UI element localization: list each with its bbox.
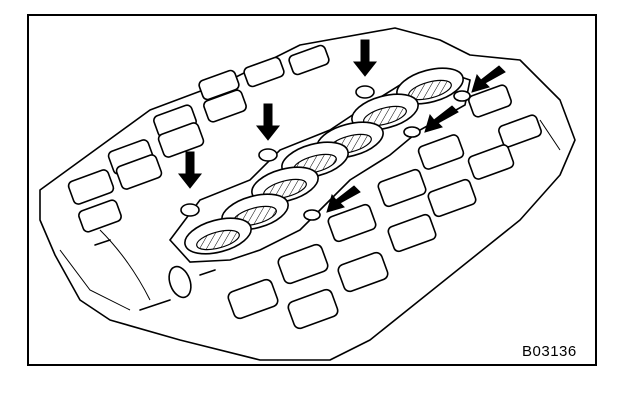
figure-code: B03136 bbox=[522, 343, 577, 360]
intake-gasket bbox=[168, 67, 471, 263]
cylinder-head-body bbox=[39, 27, 576, 361]
bolt bbox=[180, 203, 200, 217]
diagonal-arrow-icon bbox=[471, 65, 506, 93]
head-side-features bbox=[94, 229, 216, 311]
port-grid-right bbox=[227, 84, 542, 330]
bolt bbox=[355, 85, 375, 99]
bolt bbox=[403, 126, 421, 138]
bolt bbox=[258, 148, 278, 162]
figure-frame bbox=[27, 14, 597, 366]
bolt bbox=[303, 209, 321, 221]
bolt bbox=[453, 90, 471, 102]
bolt-set bbox=[180, 85, 471, 221]
down-arrow-icon bbox=[255, 103, 281, 141]
down-arrow-icon bbox=[177, 151, 203, 189]
diagonal-arrow-icon bbox=[326, 185, 361, 213]
down-arrow-icon bbox=[352, 39, 378, 77]
diagonal-arrow-icon bbox=[424, 105, 459, 133]
port-grid-left bbox=[67, 44, 330, 233]
